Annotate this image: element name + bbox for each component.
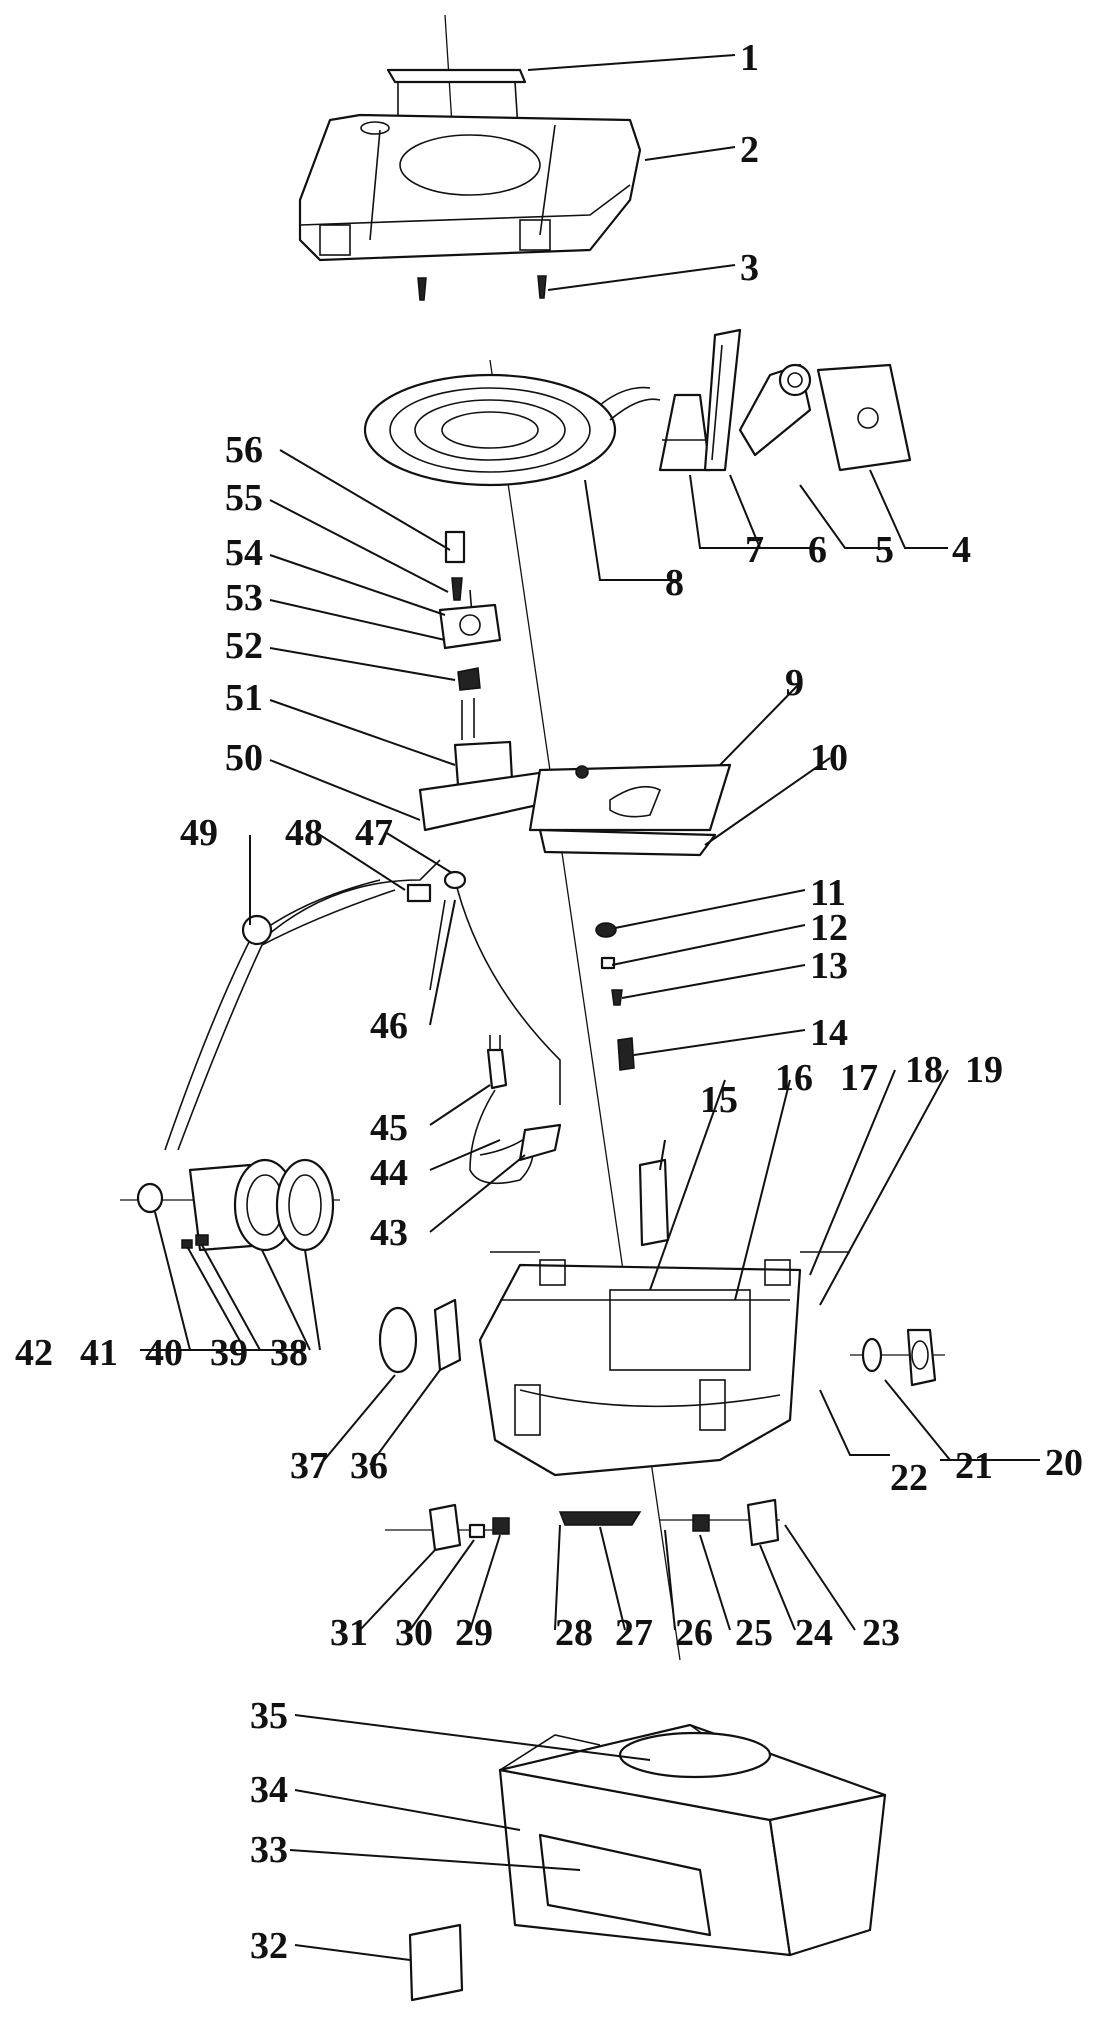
part-4-filter-bag xyxy=(816,363,912,472)
part-21-seal-ring xyxy=(861,1337,883,1373)
callout-16: 16 xyxy=(775,1057,813,1099)
callout-45: 45 xyxy=(370,1107,408,1149)
callout-labels: 1 2 3 4 5 6 7 8 9 10 11 12 13 14 15 16 1… xyxy=(15,37,1083,1967)
callout-4: 4 xyxy=(952,529,971,571)
part-28-bar xyxy=(558,1511,642,1526)
part-14-screw xyxy=(617,1037,635,1071)
callout-32: 32 xyxy=(250,1925,288,1967)
callout-7: 7 xyxy=(745,529,764,571)
part-51-switch-base xyxy=(453,698,514,787)
callout-30: 30 xyxy=(395,1612,433,1654)
callout-43: 43 xyxy=(370,1212,408,1254)
callout-54: 54 xyxy=(225,532,263,574)
callout-33: 33 xyxy=(250,1829,288,1871)
main-body xyxy=(478,1251,850,1477)
callout-15: 15 xyxy=(700,1079,738,1121)
part-20-outlet-cap xyxy=(906,1328,937,1387)
callout-26: 26 xyxy=(675,1612,713,1654)
callout-19: 19 xyxy=(965,1049,1003,1091)
callout-47: 47 xyxy=(355,812,393,854)
part-47-clip xyxy=(443,870,467,890)
callout-1: 1 xyxy=(740,37,759,79)
part-36-filter-pad xyxy=(433,1298,462,1372)
part-12-washer xyxy=(600,956,616,970)
part-53-switch-housing xyxy=(438,603,502,650)
callout-38: 38 xyxy=(270,1332,308,1374)
callout-13: 13 xyxy=(810,945,848,987)
part-3-screws xyxy=(417,275,547,301)
callout-20: 20 xyxy=(1045,1442,1083,1484)
callout-18: 18 xyxy=(905,1049,943,1091)
callout-29: 29 xyxy=(455,1612,493,1654)
callout-51: 51 xyxy=(225,677,263,719)
callout-50: 50 xyxy=(225,737,263,779)
part-8-hose xyxy=(363,373,661,487)
callout-3: 3 xyxy=(740,247,759,289)
callout-56: 56 xyxy=(225,429,263,471)
callout-21: 21 xyxy=(955,1445,993,1487)
part-33-manual xyxy=(538,1833,712,1937)
callout-35: 35 xyxy=(250,1695,288,1737)
leader-lines xyxy=(140,54,1040,1961)
callout-6: 6 xyxy=(808,529,827,571)
part-32-card xyxy=(408,1923,464,2002)
callout-11: 11 xyxy=(810,872,846,914)
callout-34: 34 xyxy=(250,1769,288,1811)
callout-42: 42 xyxy=(15,1332,53,1374)
part-23-24-25-right-foot xyxy=(692,1498,780,1547)
callout-48: 48 xyxy=(285,812,323,854)
callout-52: 52 xyxy=(225,625,263,667)
part-45-plug xyxy=(486,1035,508,1090)
part-49-grommet xyxy=(241,914,273,946)
part-11-nut xyxy=(595,922,617,938)
callout-25: 25 xyxy=(735,1612,773,1654)
callout-12: 12 xyxy=(810,907,848,949)
callout-23: 23 xyxy=(862,1612,900,1654)
callout-28: 28 xyxy=(555,1612,593,1654)
callout-8: 8 xyxy=(665,562,684,604)
callout-14: 14 xyxy=(810,1012,848,1054)
part-55-spring xyxy=(451,577,463,601)
callout-41: 41 xyxy=(80,1332,118,1374)
callout-39: 39 xyxy=(210,1332,248,1374)
callout-17: 17 xyxy=(840,1057,878,1099)
part-35-filter-bag-in-box xyxy=(618,1731,772,1779)
part-43-strain-relief xyxy=(518,1123,562,1162)
wiring-harness xyxy=(164,859,561,1151)
part-38-fan-ring xyxy=(275,1158,335,1252)
part-6-crevice-tool xyxy=(703,328,742,472)
callout-37: 37 xyxy=(290,1445,328,1487)
callout-46: 46 xyxy=(370,1005,408,1047)
callout-2: 2 xyxy=(740,129,759,171)
part-42-end-cap xyxy=(136,1182,164,1214)
callout-55: 55 xyxy=(225,477,263,519)
callout-5: 5 xyxy=(875,529,894,571)
part-9-filter-plate xyxy=(528,763,732,832)
callout-24: 24 xyxy=(795,1612,833,1654)
callout-44: 44 xyxy=(370,1152,408,1194)
callout-40: 40 xyxy=(145,1332,183,1374)
callout-53: 53 xyxy=(225,577,263,619)
callout-10: 10 xyxy=(810,737,848,779)
part-56-knob xyxy=(444,530,466,564)
callout-27: 27 xyxy=(615,1612,653,1654)
part-15-filter xyxy=(638,1158,670,1247)
part-7-nozzle xyxy=(658,393,712,472)
callout-36: 36 xyxy=(350,1445,388,1487)
part-52-switch-button xyxy=(457,667,481,691)
callout-9: 9 xyxy=(785,662,804,704)
part-48-capacitor xyxy=(406,883,432,903)
callout-22: 22 xyxy=(890,1457,928,1499)
part-10-frame xyxy=(538,828,717,857)
part-29-30-31-left-foot xyxy=(428,1503,510,1552)
part-5-brush-tool xyxy=(738,363,812,457)
part-13-spring xyxy=(611,989,623,1006)
part-37-grille xyxy=(378,1306,418,1374)
callout-31: 31 xyxy=(330,1612,368,1654)
part-2-top-cover xyxy=(298,113,642,262)
callout-49: 49 xyxy=(180,812,218,854)
